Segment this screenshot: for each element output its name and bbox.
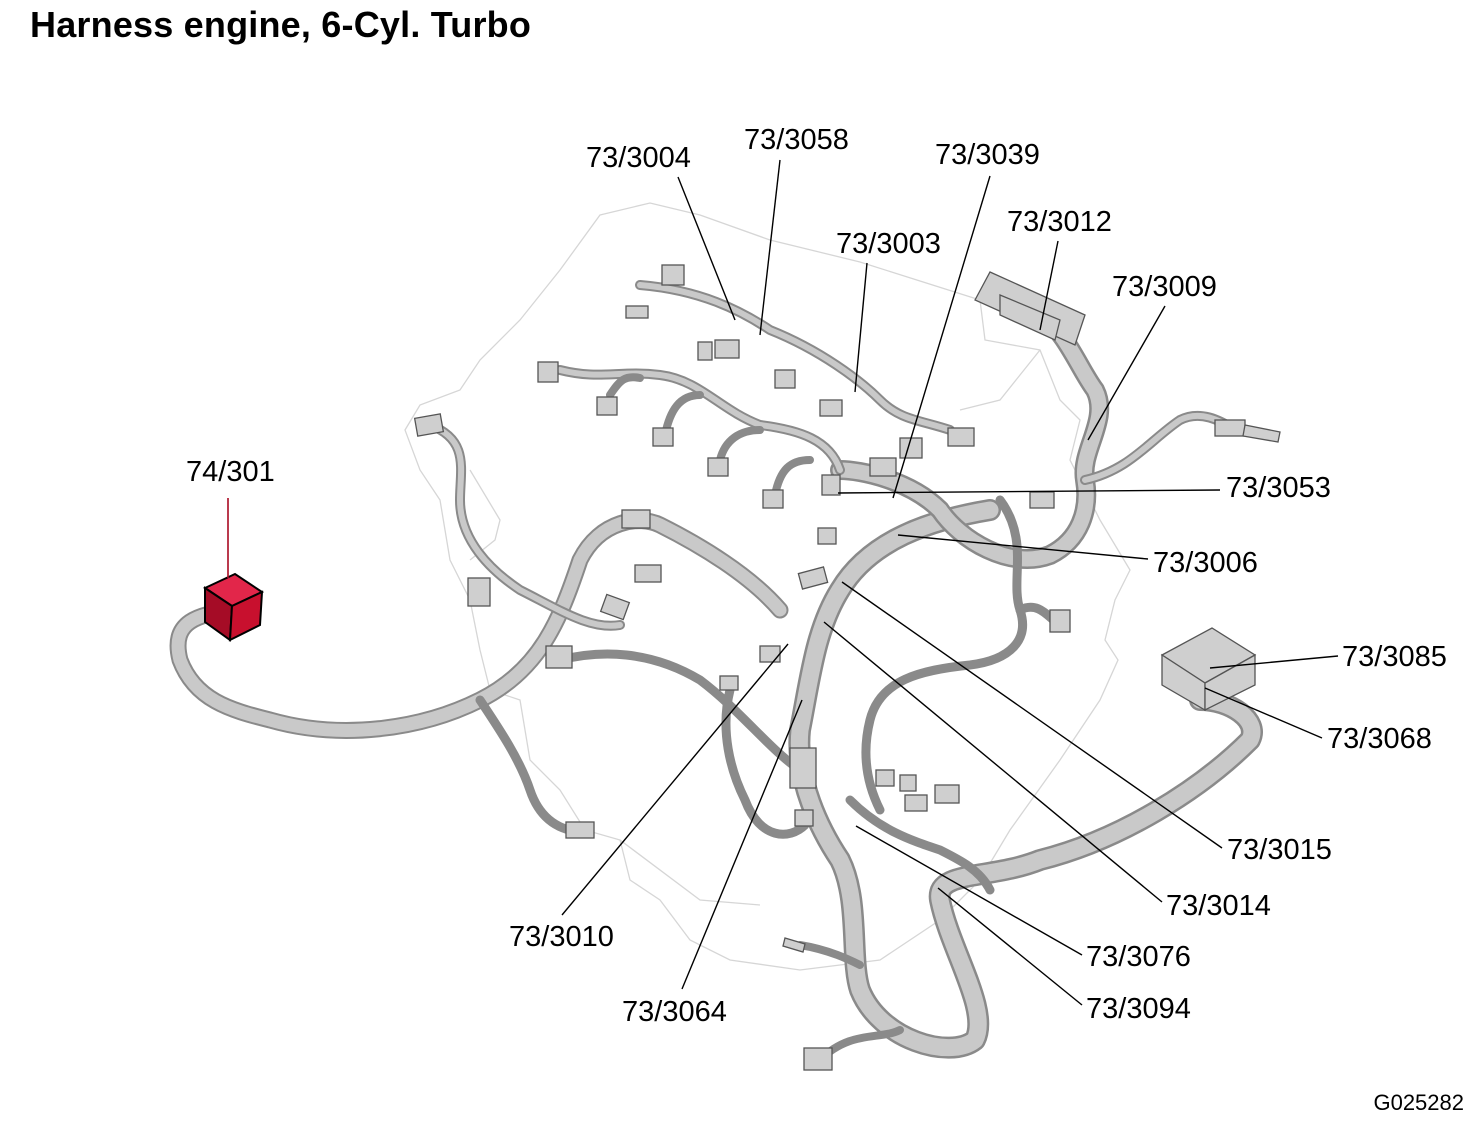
callout-73-3015: 73/3015 xyxy=(1227,834,1332,866)
leader-73-3010 xyxy=(561,643,789,916)
connector xyxy=(697,341,713,361)
connector xyxy=(565,821,595,839)
callout-labels: 74/301 73/3004 73/3058 73/3039 73/3003 7… xyxy=(186,124,1447,1028)
callout-73-3039: 73/3039 xyxy=(935,139,1040,171)
connector xyxy=(714,339,740,359)
connector xyxy=(821,474,841,496)
connector xyxy=(599,593,631,621)
leader-73-3068 xyxy=(1204,687,1323,739)
connector xyxy=(1029,491,1055,509)
connector xyxy=(947,427,975,447)
component-box-73-3012 xyxy=(974,271,1086,346)
connector xyxy=(803,1047,833,1071)
connector xyxy=(869,457,897,477)
leader-73-3064 xyxy=(681,699,803,990)
connector xyxy=(899,437,923,459)
connector xyxy=(774,369,796,389)
connector xyxy=(537,361,559,383)
leader-73-3004 xyxy=(677,176,736,321)
leader-73-3012 xyxy=(1039,240,1059,331)
page-title: Harness engine, 6-Cyl. Turbo xyxy=(30,4,532,45)
callout-73-3009: 73/3009 xyxy=(1112,271,1217,303)
callout-74-301: 74/301 xyxy=(186,456,275,488)
leader-73-3015 xyxy=(841,581,1223,849)
connector xyxy=(707,457,729,477)
callout-73-3006: 73/3006 xyxy=(1153,547,1258,579)
connector xyxy=(467,577,491,607)
figure-id: G025282 xyxy=(1373,1090,1464,1115)
callout-73-3085: 73/3085 xyxy=(1342,641,1447,673)
callout-73-3010: 73/3010 xyxy=(509,921,614,953)
connector xyxy=(934,784,960,804)
callout-73-3076: 73/3076 xyxy=(1086,941,1191,973)
callout-73-3014: 73/3014 xyxy=(1166,890,1271,922)
harness-bundle xyxy=(169,280,1263,1064)
connector xyxy=(625,305,649,319)
connector xyxy=(875,769,895,787)
callout-73-3058: 73/3058 xyxy=(744,124,849,156)
callout-73-3094: 73/3094 xyxy=(1086,993,1191,1025)
connector xyxy=(819,399,843,417)
callout-73-3064: 73/3064 xyxy=(622,996,727,1028)
connector xyxy=(634,564,662,583)
leader-lines xyxy=(227,159,1339,1006)
connector xyxy=(789,747,817,789)
callout-73-3004: 73/3004 xyxy=(586,142,691,174)
connector xyxy=(652,427,674,447)
connector xyxy=(1242,424,1281,443)
callout-73-3068: 73/3068 xyxy=(1327,723,1432,755)
connector xyxy=(817,527,837,545)
callout-73-3053: 73/3053 xyxy=(1226,472,1331,504)
leader-73-3094 xyxy=(937,887,1083,1006)
leader-73-3003 xyxy=(854,262,868,393)
leader-73-3058 xyxy=(759,159,781,336)
callout-73-3003: 73/3003 xyxy=(836,228,941,260)
connectors xyxy=(413,264,1281,1071)
fuse-box xyxy=(1160,627,1257,712)
ground-eyelet xyxy=(782,937,806,953)
connector xyxy=(719,675,739,691)
leader-73-3006 xyxy=(897,534,1149,560)
connector xyxy=(904,794,928,812)
connector xyxy=(413,413,445,437)
connector xyxy=(759,645,781,663)
connector xyxy=(596,396,618,416)
connector xyxy=(794,809,814,827)
leader-73-3009 xyxy=(1087,305,1166,441)
connector xyxy=(797,566,829,590)
leader-73-3076 xyxy=(855,825,1083,956)
highlighted-component-74-301 xyxy=(202,572,265,642)
connector xyxy=(545,645,573,669)
component-74-301-right xyxy=(228,590,264,642)
connector xyxy=(1049,609,1071,633)
leader-73-3039 xyxy=(892,175,991,499)
connector xyxy=(661,264,685,286)
leader-73-3014 xyxy=(823,621,1163,903)
connector xyxy=(621,509,651,529)
connector xyxy=(762,489,784,509)
leader-73-3085 xyxy=(1209,655,1339,669)
connector xyxy=(899,774,917,792)
connector xyxy=(1214,419,1246,437)
leader-73-3053 xyxy=(837,489,1221,494)
callout-73-3012: 73/3012 xyxy=(1007,206,1112,238)
